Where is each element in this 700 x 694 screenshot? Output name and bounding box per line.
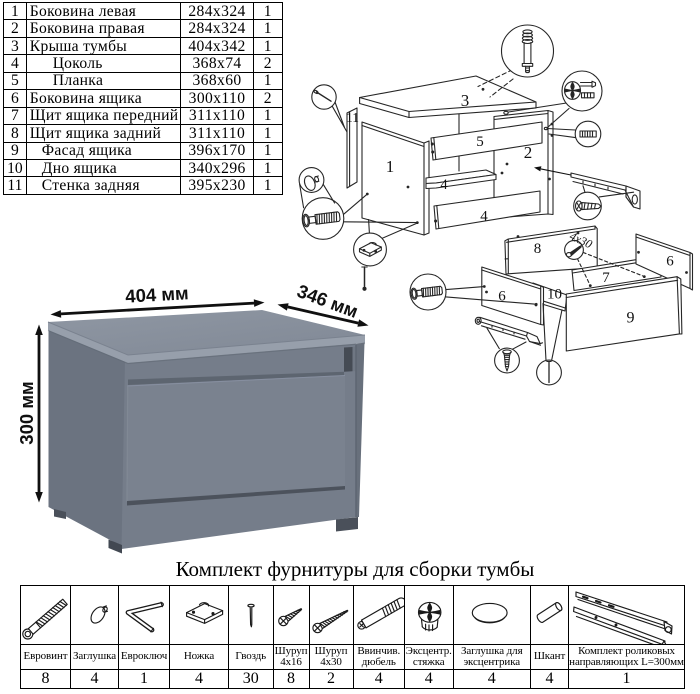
svg-text:5: 5 [476, 134, 484, 150]
svg-text:6: 6 [666, 254, 674, 270]
svg-text:4: 4 [440, 177, 448, 193]
svg-text:7: 7 [602, 270, 610, 286]
svg-text:404 мм: 404 мм [125, 282, 189, 307]
svg-text:10: 10 [547, 287, 562, 303]
svg-text:8: 8 [534, 241, 542, 257]
svg-text:3: 3 [461, 91, 470, 110]
svg-text:9: 9 [627, 310, 635, 327]
svg-text:11: 11 [346, 110, 359, 125]
svg-text:2: 2 [524, 143, 533, 162]
svg-text:1: 1 [386, 157, 395, 176]
svg-text:300 мм: 300 мм [16, 381, 37, 444]
svg-text:4: 4 [480, 209, 488, 225]
svg-text:6: 6 [498, 289, 506, 305]
